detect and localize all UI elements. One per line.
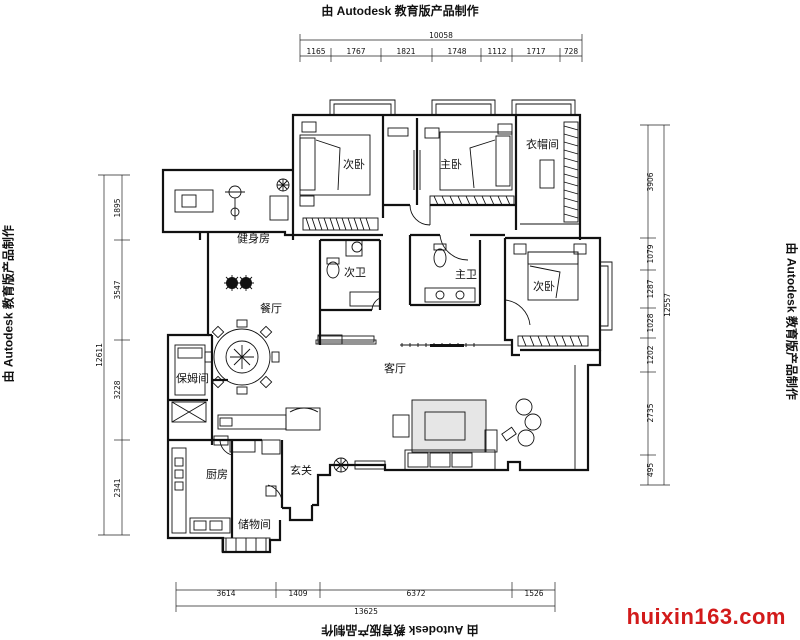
storage-shelves	[221, 485, 277, 553]
room-label-storage: 储物间	[238, 517, 271, 531]
dim-bottom-seg-3: 6372	[406, 589, 425, 598]
dimension-right: 3906 1079 1287 1028 1202 2735 495 12557	[640, 124, 672, 486]
plants	[224, 275, 349, 473]
living-room-sofa-set	[354, 398, 542, 471]
tv-wall	[400, 343, 512, 347]
wardrobe-second-bedroom-1	[302, 217, 379, 231]
dim-right-total: 12557	[663, 293, 672, 317]
site-watermark: huixin163.com	[626, 604, 786, 629]
dim-top-seg-7: 728	[564, 47, 579, 56]
room-label-kitchen: 厨房	[206, 468, 228, 481]
dimension-left: 1895 3547 3228 2341 12611	[95, 174, 130, 536]
bed-master-bedroom	[424, 123, 513, 191]
dining-cabinets	[217, 239, 377, 431]
dim-left-seg-1: 1895	[113, 198, 122, 217]
dining-table	[204, 319, 280, 395]
dim-top-seg-5: 1112	[487, 47, 506, 56]
bed-second-bedroom-2	[513, 243, 589, 347]
dim-bottom-seg-2: 1409	[288, 589, 307, 598]
room-label-entrance: 玄关	[290, 463, 312, 477]
room-label-second-bathroom: 次卫	[344, 265, 366, 279]
dim-bottom-seg-4: 1526	[524, 589, 543, 598]
dim-right-seg-4: 1028	[646, 313, 655, 332]
dim-right-seg-2: 1079	[646, 244, 655, 263]
dim-left-total: 12611	[95, 343, 104, 367]
dim-top-seg-1: 1165	[306, 47, 325, 56]
bed-nanny-room	[171, 344, 207, 423]
dim-bottom-seg-1: 3614	[216, 589, 235, 598]
room-label-second-bedroom-1: 次卧	[343, 157, 365, 171]
room-label-living-room: 客厅	[384, 361, 406, 375]
gym-equipment	[174, 178, 290, 221]
dim-top-total: 10058	[429, 31, 453, 40]
dim-right-seg-3: 1287	[646, 279, 655, 298]
dim-right-seg-6: 2735	[646, 403, 655, 422]
dim-bottom-total: 13625	[354, 607, 378, 616]
watermark-top: 由 Autodesk 教育版产品制作	[321, 4, 479, 18]
dim-right-seg-7: 495	[646, 463, 655, 478]
dim-top-seg-6: 1717	[526, 47, 545, 56]
room-label-walk-in-closet: 衣帽间	[526, 137, 559, 151]
bed-second-bedroom-1	[299, 121, 409, 207]
dimension-top: 10058 1165 1767 1821 1748 1112 1717 728	[299, 31, 583, 62]
dim-right-seg-5: 1202	[646, 345, 655, 364]
dim-left-seg-2: 3547	[113, 280, 122, 299]
second-bathroom-fixtures	[326, 241, 381, 307]
wardrobe-master-bedroom	[429, 195, 515, 206]
dim-left-seg-4: 2341	[113, 478, 122, 497]
dim-left-seg-3: 3228	[113, 380, 122, 399]
kitchen-counters	[171, 435, 281, 534]
walls	[161, 99, 613, 554]
master-bathroom-fixtures	[424, 243, 476, 303]
room-label-dining-room: 餐厅	[260, 301, 282, 315]
doors	[219, 150, 531, 501]
room-label-second-bedroom-2: 次卧	[533, 279, 555, 293]
room-label-nanny-room: 保姆间	[176, 371, 209, 385]
room-label-gym: 健身房	[237, 231, 270, 245]
closet-rack	[520, 121, 580, 225]
room-labels: 次卧 主卧 衣帽间 健身房 次卫 主卫 次卧 餐厅 保姆间 客厅 厨房 玄关 储…	[176, 137, 559, 531]
dim-top-seg-3: 1821	[396, 47, 415, 56]
dimension-bottom: 3614 1409 6372 1526 13625	[175, 582, 556, 616]
dim-right-seg-1: 3906	[646, 172, 655, 191]
room-label-master-bathroom: 主卫	[455, 268, 477, 281]
dim-top-seg-4: 1748	[447, 47, 466, 56]
dim-top-seg-2: 1767	[346, 47, 365, 56]
room-label-master-bedroom: 主卧	[440, 158, 462, 171]
